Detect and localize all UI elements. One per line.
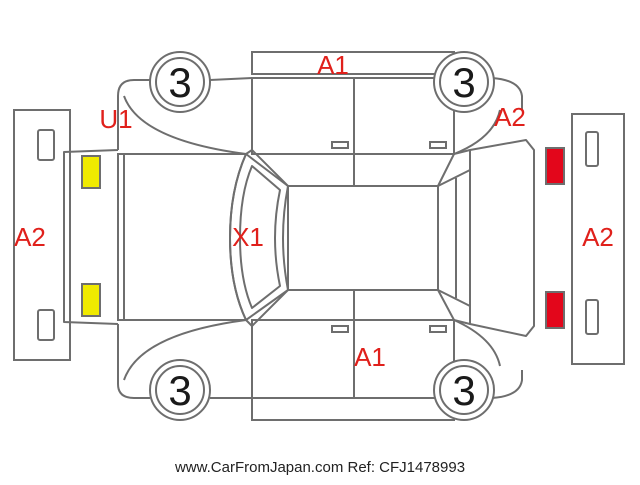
wheel-rear-left-grade: 3 xyxy=(452,59,475,106)
doors-top xyxy=(251,77,455,188)
wheel-front-left-grade: 3 xyxy=(168,59,191,106)
wheel-front-left: 3 xyxy=(149,51,211,113)
front-lamp-top xyxy=(81,155,101,189)
windshield xyxy=(229,153,289,321)
code-right-rear-area: A2 xyxy=(494,102,526,132)
doors-bottom xyxy=(251,290,455,399)
bottom-rocker xyxy=(251,397,455,421)
code-roof: X1 xyxy=(232,222,264,252)
windshield-inner xyxy=(239,165,281,309)
front-lamp-bottom xyxy=(81,283,101,317)
roof xyxy=(287,185,439,291)
code-bottom-doors: A1 xyxy=(354,342,386,372)
wheel-rear-left: 3 xyxy=(433,51,495,113)
wheel-rear-right-grade: 3 xyxy=(452,367,475,414)
rear-lamp-top xyxy=(545,147,565,185)
wheel-front-right: 3 xyxy=(149,359,211,421)
wheel-rear-right: 3 xyxy=(433,359,495,421)
rear-deck xyxy=(469,139,535,337)
rear-bumper xyxy=(571,113,625,365)
front-bumper xyxy=(13,109,71,361)
top-rocker xyxy=(251,51,455,75)
hood xyxy=(117,153,247,321)
wheel-front-right-grade: 3 xyxy=(168,367,191,414)
code-front-bumper: A2 xyxy=(14,222,46,252)
code-top-doors: A1 xyxy=(317,50,349,80)
rear-glass xyxy=(437,169,471,307)
footer-reference: www.CarFromJapan.com Ref: CFJ1478993 xyxy=(174,459,465,476)
code-front-left-fender: U1 xyxy=(99,104,132,134)
code-rear-bumper: A2 xyxy=(582,222,614,252)
rear-lamp-bottom xyxy=(545,291,565,329)
